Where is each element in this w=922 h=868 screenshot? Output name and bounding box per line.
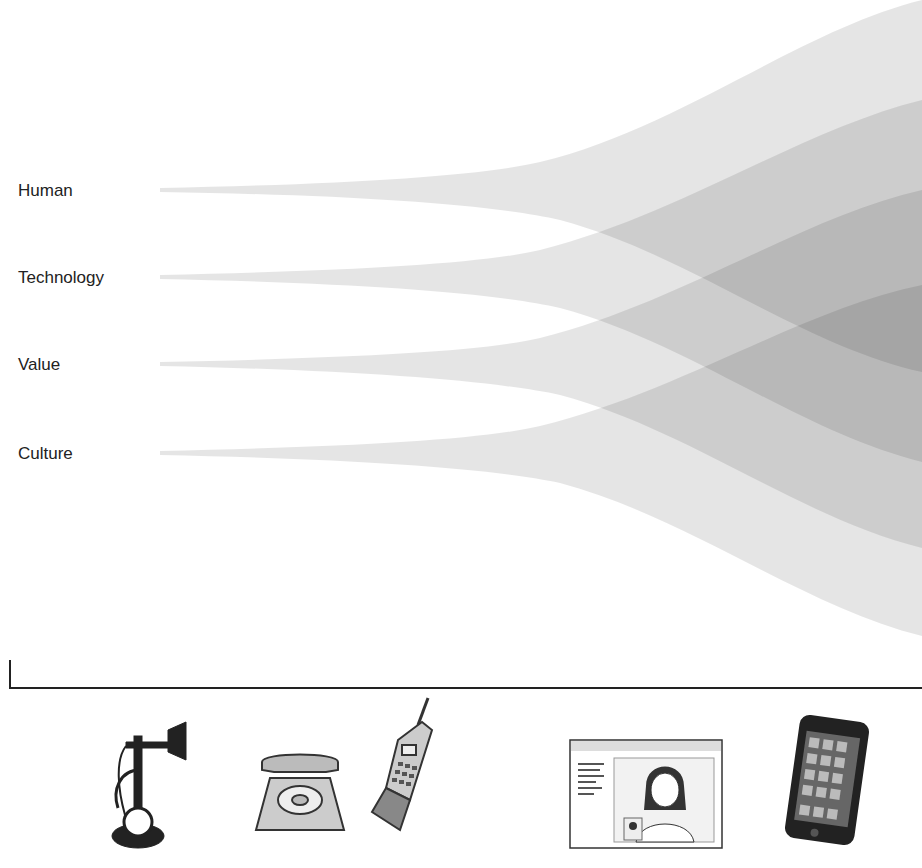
stream-label: Technology [18,269,104,286]
video-call-screen [570,740,722,848]
stream-label: Culture [18,445,73,462]
candlestick-phone [112,722,186,848]
time-axis [10,660,922,688]
rotary-phone [256,755,344,831]
culture-band [160,285,922,636]
smartphone [784,714,871,847]
stream-label: Value [18,356,60,373]
stream-label: Human [18,182,73,199]
mobile-phone [372,698,432,830]
